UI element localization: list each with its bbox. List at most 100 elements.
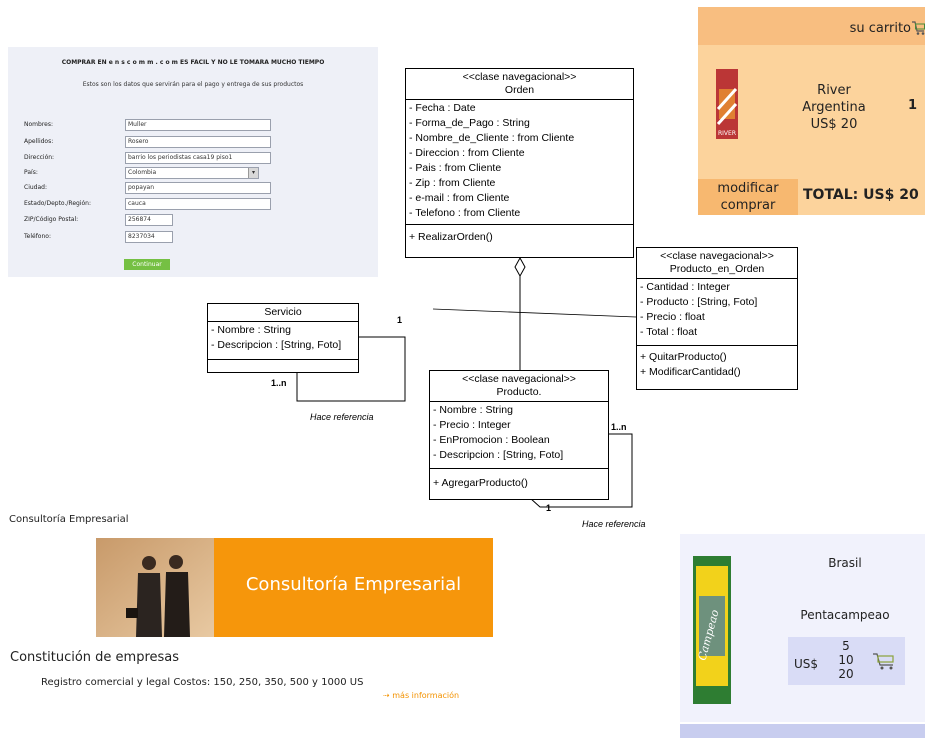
cart-product-line: Argentina [802,100,866,115]
form-subtitle: Estos son los datos que servirán para el… [82,81,304,88]
product-subtitle: Pentacampeao [800,608,890,622]
field-label: Apellidos: [24,138,54,145]
field-telefono: Teléfono: 8237034 [24,231,364,243]
modify-label[interactable]: modificar [717,181,779,196]
class-operations: + AgregarProducto() [430,469,608,494]
buy-label[interactable]: comprar [720,198,776,213]
association-class-line [432,308,637,318]
telefono-input[interactable]: 8237034 [125,231,173,243]
field-ciudad: Ciudad: popayan [24,182,364,194]
field-zip: ZIP/Código Postal: 256874 [24,214,364,226]
reference-label: Hace referencia [582,519,646,529]
class-header: <<clase navegacional>> Producto. [430,371,608,402]
aggregation-diamond [514,256,526,278]
multiplicity-label: 1..n [271,378,287,388]
continue-button[interactable]: Continuar [124,259,170,270]
business-men-photo [96,538,214,637]
ciudad-input[interactable]: popayan [125,182,271,194]
class-attribute: - Cantidad : Integer [640,281,730,293]
field-estado: Estado/Depto./Región: cauca [24,198,364,210]
river-jersey-image[interactable]: RIVER [716,69,738,139]
zip-input[interactable]: 256874 [125,214,173,226]
apellidos-input[interactable]: Rosero [125,136,271,148]
class-attribute: - Nombre : String [433,404,513,416]
cart-product-line: River [817,83,851,98]
class-operation: + ModificarCantidad() [640,366,741,378]
consultoria-heading: Consultoría Empresarial [9,514,129,525]
class-attributes: - Nombre : String - Precio : Integer - E… [430,402,608,469]
price-option[interactable]: 20 [838,667,854,681]
price-option[interactable]: 5 [842,639,850,653]
class-operations: + QuitarProducto() + ModificarCantidad() [637,346,797,383]
uml-class-servicio: Servicio - Nombre : String - Descripcion… [207,303,359,373]
cart-header: su carrito [698,7,925,45]
cart-total: TOTAL: US$ 20 [803,187,919,203]
class-attribute: - Precio : float [640,311,705,323]
field-pais: País: Colombia ▾ [24,167,364,179]
pais-select[interactable]: Colombia ▾ [125,167,259,179]
cart-product-line: US$ 20 [810,117,858,132]
class-attribute: - Nombre : String [211,324,291,336]
multiplicity-label: 1 [397,315,403,325]
field-label: País: [24,169,38,176]
class-operations [208,360,358,368]
nombres-input[interactable]: Muller [125,119,271,131]
class-attribute: - Producto : [String, Foto] [640,296,758,308]
consultoria-banner[interactable]: Consultoría Empresarial [96,538,493,637]
form-title: COMPRAR EN e n s c o m m . c o m ES FACI… [61,59,325,66]
card-footer-bar [680,724,925,738]
class-attribute: - e-mail : from Cliente [409,192,510,204]
service-description: Registro comercial y legal Costos: 150, … [41,677,364,688]
class-header: <<clase navegacional>> Producto_en_Orden [637,248,797,279]
brasil-dvd-image[interactable]: Campeao [693,556,731,704]
field-label: ZIP/Código Postal: [24,216,79,223]
uml-class-producto-en-orden: <<clase navegacional>> Producto_en_Orden… [636,247,798,390]
class-operation: + RealizarOrden() [409,231,493,243]
price-list: 5 10 20 [834,639,858,681]
class-attribute: - Precio : Integer [433,419,511,431]
multiplicity-label: 1 [546,503,552,513]
reference-label: Hace referencia [310,412,374,422]
field-label: Estado/Depto./Región: [24,200,91,207]
class-attributes: - Cantidad : Integer - Producto : [Strin… [637,279,797,346]
add-to-cart-icon[interactable] [872,651,896,671]
class-attribute: - Direccion : from Cliente [409,147,525,159]
direccion-input[interactable]: barrio los periodistas casa19 piso1 [125,152,271,164]
cart-panel: su carrito RIVER River Argentina US$ 20 … [698,7,925,215]
product-card-body: Campeao Brasil Pentacampeao US$ 5 10 20 [680,534,925,722]
class-operation: + QuitarProducto() [640,351,727,363]
section-title: Constitución de empresas [10,650,180,665]
cart-title[interactable]: su carrito [849,21,911,36]
field-apellidos: Apellidos: Rosero [24,136,364,148]
class-name: Servicio [208,304,358,322]
chevron-down-icon[interactable]: ▾ [248,168,258,178]
field-label: Teléfono: [24,233,51,240]
arrow-icon: ⇢ [383,691,393,700]
class-name: Producto_en_Orden [669,263,765,275]
class-attribute: - Pais : from Cliente [409,162,502,174]
class-attribute: - Zip : from Cliente [409,177,496,189]
servicio-self-reference [296,336,406,402]
field-direccion: Dirección: barrio los periodistas casa19… [24,152,364,164]
estado-input[interactable]: cauca [125,198,271,210]
modify-buy-button[interactable]: modificar comprar [698,179,798,215]
field-label: Ciudad: [24,184,47,191]
uml-class-producto: <<clase navegacional>> Producto. - Nombr… [429,370,609,500]
cart-product-name: River Argentina US$ 20 [782,82,886,133]
more-info-label[interactable]: más información [392,691,460,700]
cart-quantity: 1 [908,98,918,113]
more-info-link[interactable]: ⇢ más información [383,691,459,700]
class-name: Orden [504,84,535,96]
class-stereotype: <<clase navegacional>> [660,250,774,262]
field-label: Nombres: [24,121,53,128]
class-attribute: - Fecha : Date [409,102,476,114]
producto-self-reference [529,433,633,508]
class-name: Producto. [496,386,542,398]
class-attribute: - EnPromocion : Boolean [433,434,550,446]
price-option[interactable]: 10 [838,653,854,667]
class-attribute: - Telefono : from Cliente [409,207,521,219]
class-header: <<clase navegacional>> Orden [406,69,633,100]
class-stereotype: <<clase navegacional>> [462,71,577,83]
price-box: US$ 5 10 20 [788,637,905,685]
